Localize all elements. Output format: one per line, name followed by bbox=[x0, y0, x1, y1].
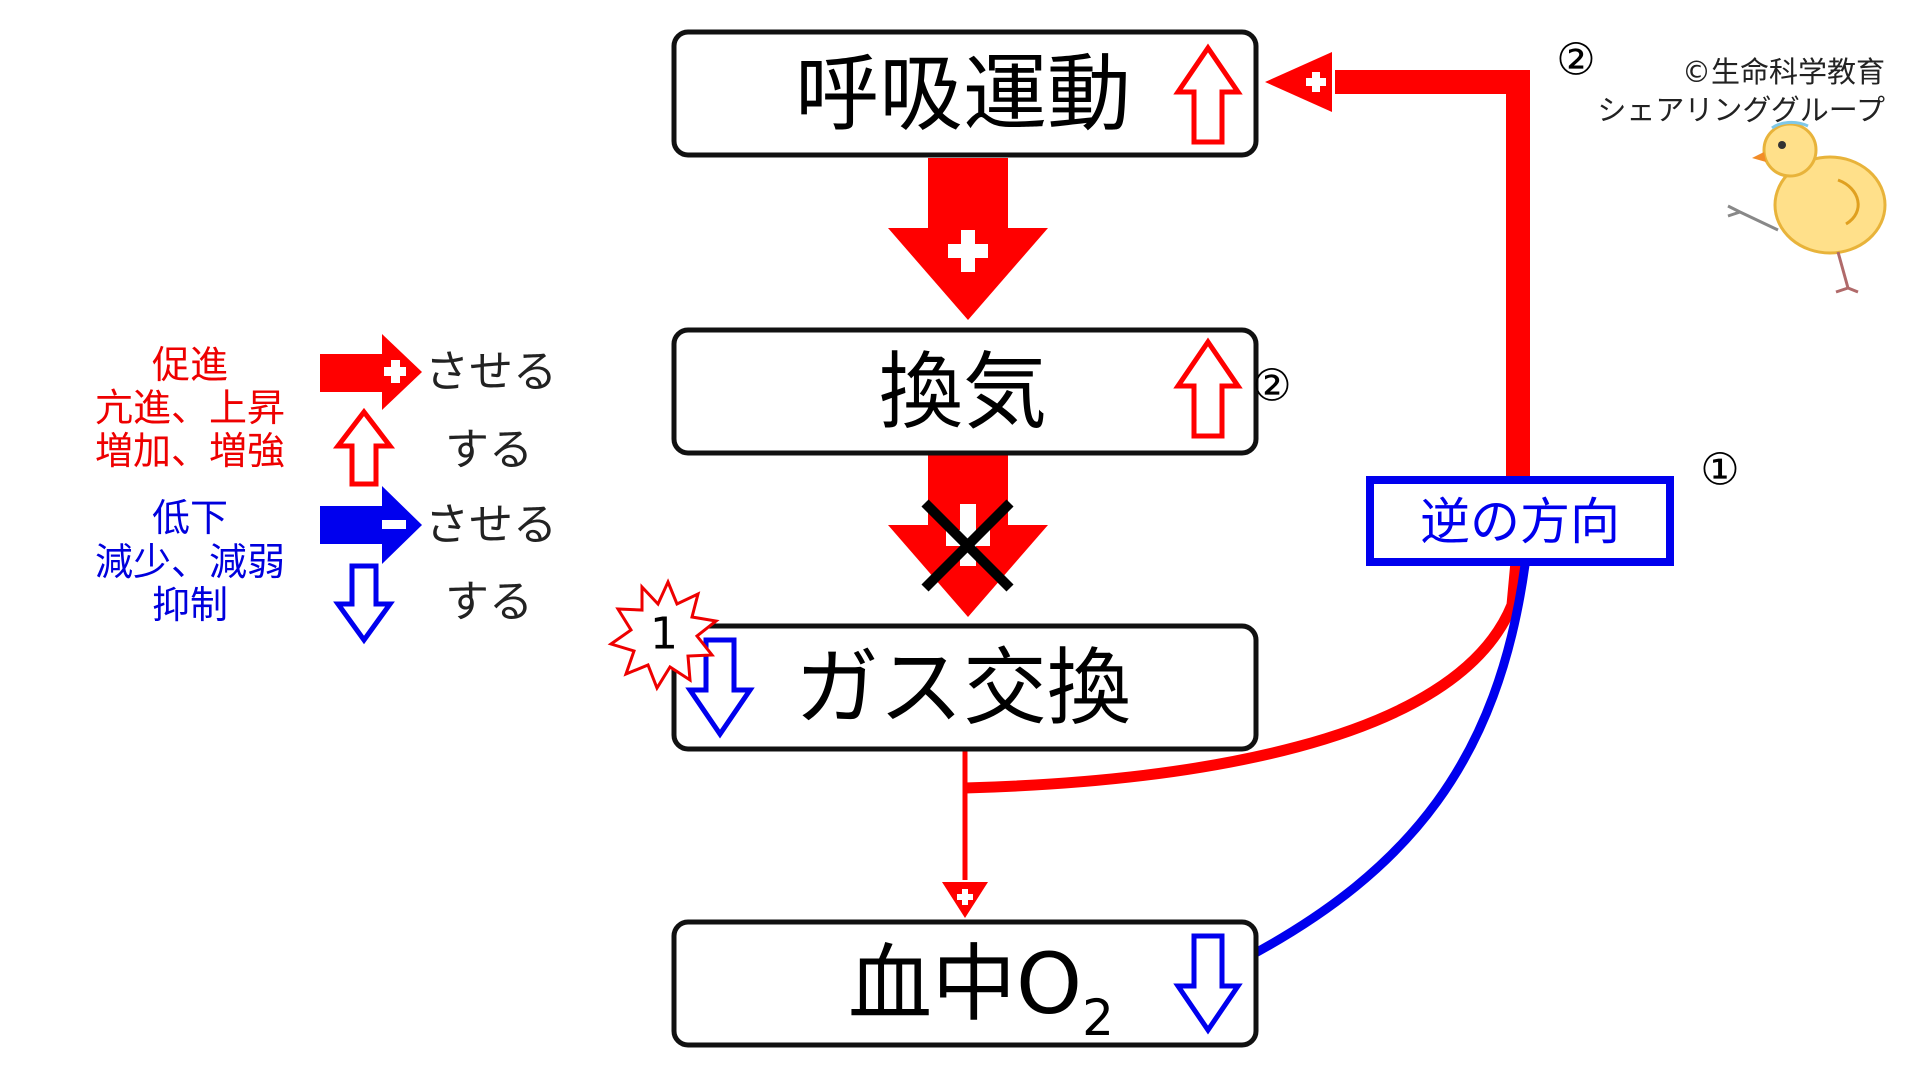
legend-promote-updown-text: する bbox=[445, 425, 533, 476]
box-label-gas-exchange: ガス交換 bbox=[795, 639, 1131, 737]
top-mark: ② bbox=[1556, 35, 1595, 86]
legend-promote-line-1: 促進 bbox=[152, 343, 228, 387]
down-arrow-outline-icon bbox=[1173, 933, 1243, 1035]
box-label-blood-o2: 血中O2 bbox=[848, 935, 1114, 1047]
reverse-direction-label: 逆の方向 bbox=[1420, 493, 1620, 551]
down-arrow-outline-icon bbox=[685, 637, 755, 739]
box-label-respiratory: 呼吸運動 bbox=[795, 45, 1131, 143]
credit-line-2: シェアリンググループ bbox=[1597, 93, 1885, 127]
chick-icon bbox=[1727, 120, 1887, 294]
plus-arrow-icon bbox=[1265, 52, 1332, 112]
reverse-direction-box: 逆の方向 bbox=[1366, 476, 1674, 566]
legend-inhibit-arrow-text: させる bbox=[425, 500, 557, 551]
up-arrow-outline-icon bbox=[1173, 337, 1243, 439]
legend-minus-arrow-icon bbox=[320, 486, 422, 564]
red-feedback-line bbox=[1335, 70, 1530, 490]
burst-star-icon: 1 bbox=[607, 578, 720, 692]
legend: 促進 亢進、上昇 増加、増強 させる する 低下 減少、減弱 抑制 させる する bbox=[95, 334, 557, 645]
legend-promote-arrow-text: させる bbox=[425, 347, 557, 398]
reverse-mark: ① bbox=[1700, 445, 1739, 496]
blue-feedback-curve bbox=[1245, 564, 1530, 961]
burst-mark: 1 bbox=[650, 609, 678, 660]
promote-arrow-icon bbox=[888, 158, 1048, 320]
legend-inhibit-line-1: 低下 bbox=[152, 496, 228, 540]
legend-inhibit-updown-text: する bbox=[445, 577, 533, 628]
legend-down-arrow-outline-icon bbox=[333, 563, 395, 645]
credit-line-1: ©生命科学教育 bbox=[1682, 55, 1885, 89]
x-mark-icon bbox=[921, 499, 1014, 592]
ventilation-mark: ② bbox=[1252, 361, 1291, 412]
box-label-blood-o2-main: 血中O bbox=[848, 935, 1082, 1033]
box-respiratory-movement: 呼吸運動 bbox=[671, 29, 1259, 158]
box-gas-exchange: ガス交換 bbox=[671, 623, 1259, 752]
box-ventilation: 換気 bbox=[671, 327, 1259, 456]
box-label-blood-o2-sub: 2 bbox=[1082, 989, 1114, 1047]
legend-inhibit-line-2: 減少、減弱 bbox=[95, 540, 285, 584]
blocked-promote-arrow-icon bbox=[888, 455, 1048, 617]
legend-promote-arrow-icon bbox=[320, 334, 422, 410]
small-plus-arrow-icon bbox=[942, 882, 988, 918]
up-arrow-outline-icon bbox=[1173, 43, 1243, 145]
box-label-ventilation: 換気 bbox=[879, 343, 1047, 441]
legend-inhibit-line-3: 抑制 bbox=[152, 583, 228, 627]
red-feedback-curve bbox=[964, 539, 1524, 794]
box-blood-o2: 血中O2 bbox=[671, 919, 1259, 1048]
legend-promote-line-2: 亢進、上昇 bbox=[95, 386, 285, 430]
legend-up-arrow-outline-icon bbox=[332, 407, 396, 487]
legend-promote-line-3: 増加、増強 bbox=[95, 429, 285, 473]
